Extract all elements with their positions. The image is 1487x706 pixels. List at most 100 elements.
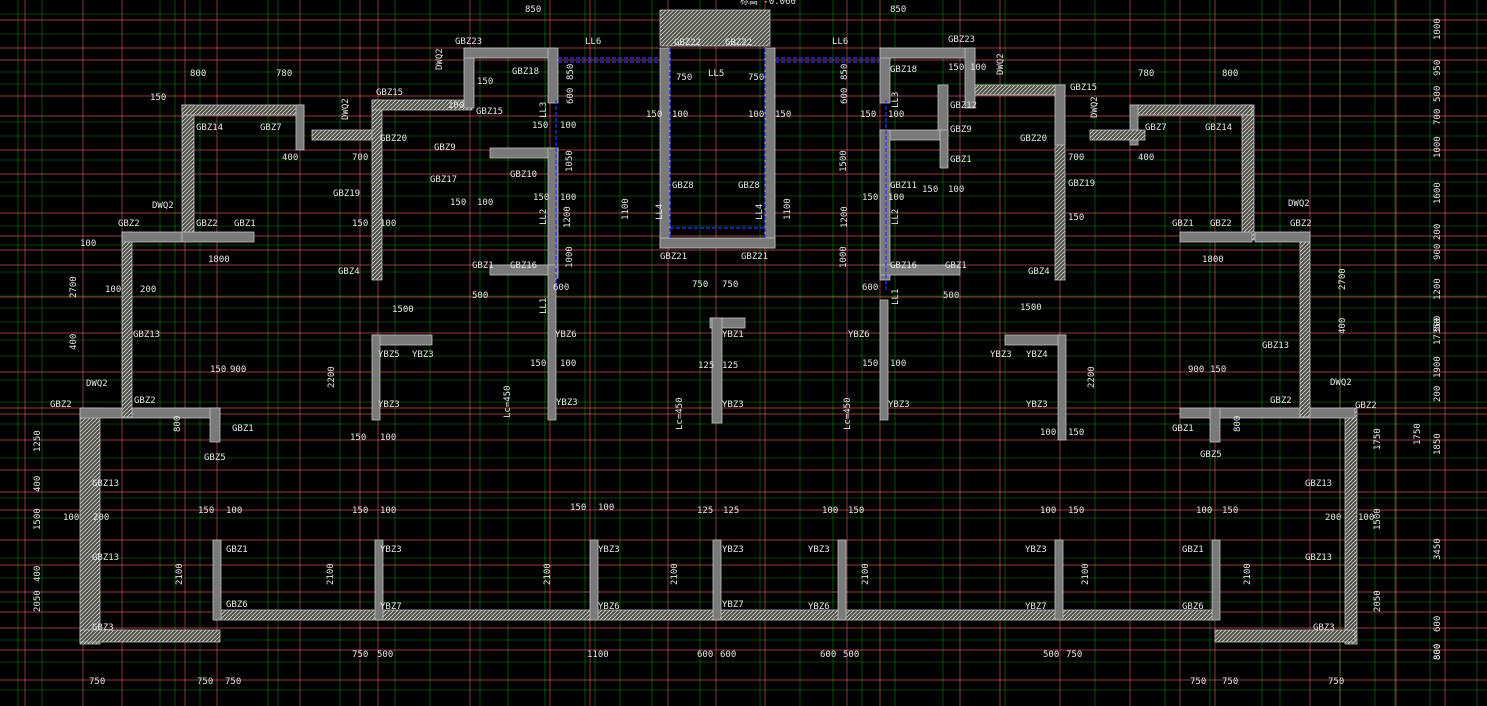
cad-label: 150 <box>1068 506 1084 516</box>
cad-label: GBZ9 <box>950 125 972 135</box>
cad-label: 1500 <box>1373 508 1383 530</box>
cad-label: 150 <box>1210 365 1226 375</box>
cad-label: DWQ2 <box>341 98 351 120</box>
wall-segment <box>711 317 723 424</box>
cad-label: 1600 <box>1433 182 1443 204</box>
cad-label: GBZ1 <box>1182 545 1204 555</box>
cad-label: 100 <box>380 433 396 443</box>
wall-segment <box>589 539 599 621</box>
wall-segment <box>1241 104 1255 241</box>
cad-label: YBZ7 <box>380 602 402 612</box>
cad-label: 600 <box>697 650 713 660</box>
cad-label: 150 <box>450 198 466 208</box>
cad-label: 标高 -0.060 <box>740 0 796 7</box>
cad-label: 2100 <box>1081 563 1091 585</box>
cad-label: LL2 <box>539 209 549 225</box>
cad-label: GBZ1 <box>232 424 254 434</box>
cad-label: 800 <box>1233 416 1243 432</box>
cad-label: 150 <box>922 185 938 195</box>
cad-label: GBZ2 <box>1210 219 1232 229</box>
cad-label: 1100 <box>587 650 609 660</box>
cad-label: GBZ13 <box>92 553 119 563</box>
cad-label: 100 <box>822 506 838 516</box>
cad-label: 500 <box>943 291 959 301</box>
cad-label: 1000 <box>565 246 575 268</box>
cad-label: 1800 <box>1202 255 1224 265</box>
wall-segment <box>1129 104 1139 146</box>
cad-label: 1200 <box>563 206 573 228</box>
cad-label: LL6 <box>585 37 601 47</box>
cad-label: 150 <box>532 121 548 131</box>
cad-label: 100 <box>560 193 576 203</box>
cad-label: DWQ2 <box>1330 378 1352 388</box>
wall-segment <box>463 47 555 59</box>
wall-outline <box>79 9 1358 645</box>
cad-label: GBZ13 <box>1262 341 1289 351</box>
cad-label: 900 <box>1188 365 1204 375</box>
wall-segment <box>1054 84 1066 146</box>
wall-segment <box>659 237 776 249</box>
cad-label: GBZ4 <box>1028 267 1050 277</box>
cad-label: 1850 <box>1433 433 1443 455</box>
cad-label: YBZ3 <box>598 545 620 555</box>
wall-segment <box>879 47 976 59</box>
cad-label: GBZ1 <box>1172 424 1194 434</box>
wall-segment <box>879 129 891 281</box>
cad-label: GBZ20 <box>1020 134 1047 144</box>
wall-segment <box>121 231 183 243</box>
wall-segment <box>489 264 559 276</box>
wall-segment <box>547 47 559 104</box>
cad-label: 1000 <box>1433 18 1443 40</box>
wall-segment <box>1004 334 1066 346</box>
cad-label: 125 <box>697 506 713 516</box>
cad-label: 150 <box>350 433 366 443</box>
cad-label: 950 <box>1433 60 1443 76</box>
cad-label: GBZ1 <box>226 545 248 555</box>
cad-label: 1200 <box>1433 278 1443 300</box>
cad-label: 400 <box>33 566 43 582</box>
cad-label: 100 <box>948 185 964 195</box>
cad-label: 850 <box>840 64 850 80</box>
cad-label: 125 <box>722 361 738 371</box>
cad-label: 150 <box>477 77 493 87</box>
cad-label: 400 <box>1338 318 1348 334</box>
cad-label: YBZ3 <box>1025 545 1047 555</box>
cad-label: 150 <box>862 359 878 369</box>
cad-label: 750 <box>1066 650 1082 660</box>
cad-label: YBZ3 <box>888 400 910 410</box>
cad-label: 400 <box>282 153 298 163</box>
cad-label: DWQ2 <box>152 201 174 211</box>
wall-segment <box>764 47 776 249</box>
cad-label: YBZ3 <box>808 545 830 555</box>
wall-segment <box>371 334 433 346</box>
cad-label: GBZ9 <box>434 143 456 153</box>
cad-label: 600 <box>840 88 850 104</box>
cad-label: YBZ3 <box>990 350 1012 360</box>
cad-label: 150 <box>530 359 546 369</box>
cad-label: 700 <box>1433 109 1443 125</box>
wall-segment <box>371 99 383 281</box>
cad-label: GBZ18 <box>512 67 539 77</box>
wall-segment <box>547 264 557 421</box>
cad-label: 100 <box>1040 428 1056 438</box>
cad-label: YBZ7 <box>722 600 744 610</box>
cad-label: GBZ12 <box>950 101 977 111</box>
wall-segment <box>79 407 221 419</box>
cad-label: 500 <box>377 650 393 660</box>
cad-label: 17350 <box>1433 318 1443 345</box>
cad-label: GBZ22 <box>725 38 752 48</box>
cad-label: LL2 <box>891 209 901 225</box>
cad-label: GBZ11 <box>890 181 917 191</box>
cad-label: 800 <box>1222 69 1238 79</box>
wall-segment <box>1179 407 1356 419</box>
cad-label: GBZ5 <box>1200 450 1222 460</box>
wall-segment <box>1054 539 1064 621</box>
cad-label: GBZ21 <box>660 252 687 262</box>
cad-label: 1000 <box>1433 136 1443 158</box>
cad-label: 600 <box>820 650 836 660</box>
cad-label: 750 <box>197 677 213 687</box>
wall-segment <box>1054 129 1066 281</box>
cad-label: 750 <box>1190 677 1206 687</box>
